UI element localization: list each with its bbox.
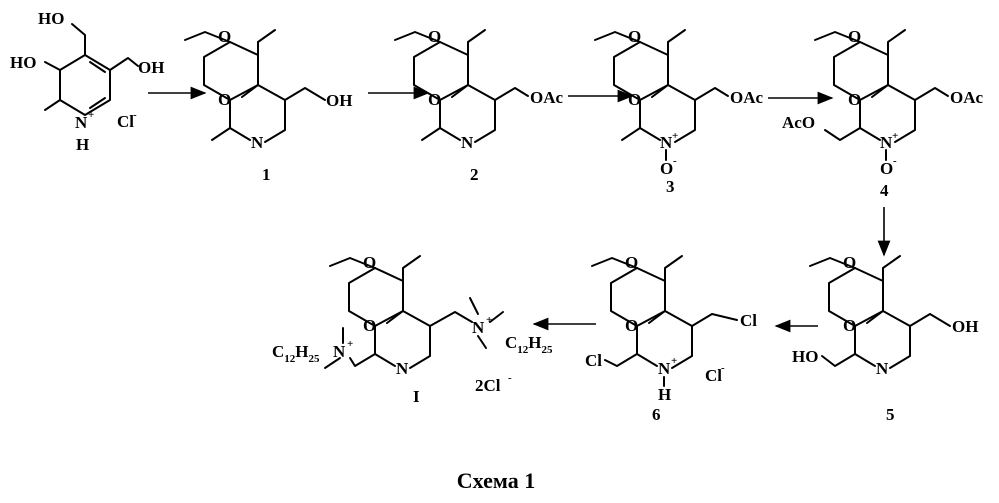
- compound-number: 6: [652, 405, 661, 424]
- quaternary-n-right: N: [472, 318, 485, 337]
- compound-number: I: [413, 387, 420, 406]
- n-charge: +: [672, 130, 678, 142]
- compound-number: 4: [880, 181, 889, 200]
- n-charge: +: [892, 130, 898, 142]
- h-label: H: [658, 385, 671, 404]
- n-label: N: [461, 133, 474, 152]
- o1-label: O: [363, 253, 376, 272]
- oxide-charge: -: [893, 155, 897, 167]
- o2-label: O: [218, 90, 231, 109]
- salt-label: 2Cl: [475, 376, 501, 395]
- oac-label: OAc: [730, 88, 764, 107]
- oh-right-label: OH: [138, 58, 164, 77]
- oh-label: OH: [326, 91, 352, 110]
- chain-right-label: C12H25: [505, 333, 553, 356]
- oh-right-label: OH: [952, 317, 978, 336]
- n-oxide-label: O: [880, 159, 893, 178]
- n-oxide-label: O: [660, 159, 673, 178]
- compound-4: O O N + O - OAc AcO 4: [782, 27, 984, 200]
- oac-left-label: AcO: [782, 113, 815, 132]
- compound-number: 5: [886, 405, 895, 424]
- compound-2: O O N OAc 2: [395, 27, 564, 184]
- n-label: N: [251, 133, 264, 152]
- product-I: O O N N + N + C12H25 C12H25 2Cl - I: [272, 253, 553, 406]
- chain-left-label: C12H25: [272, 342, 320, 365]
- o2-label: O: [625, 316, 638, 335]
- o2-label: O: [628, 90, 641, 109]
- o1-label: O: [428, 27, 441, 46]
- n-charge: +: [671, 355, 677, 367]
- cl-left-label: Cl: [585, 351, 602, 370]
- n-label: N: [876, 359, 889, 378]
- cl-right-label: Cl: [740, 311, 757, 330]
- compound-1: O O N OH 1: [185, 27, 352, 184]
- o1-label: O: [843, 253, 856, 272]
- compound-number: 3: [666, 177, 675, 196]
- oh-top-label: HO: [38, 9, 64, 28]
- o1-label: O: [628, 27, 641, 46]
- oac-label: OAc: [530, 88, 564, 107]
- salt-charge: -: [508, 372, 512, 384]
- n-left-charge: +: [347, 338, 353, 350]
- o2-label: O: [363, 316, 376, 335]
- h-label: H: [76, 135, 89, 154]
- counter-charge: -: [721, 362, 725, 374]
- o2-label: O: [843, 316, 856, 335]
- n-label: N: [75, 113, 88, 132]
- counter-charge: -: [133, 109, 137, 121]
- starting-material: HO OH HO N + H Cl -: [10, 9, 164, 154]
- n-label: N: [396, 359, 409, 378]
- n-right-charge: +: [486, 314, 492, 326]
- reaction-arrows: [148, 93, 884, 326]
- compound-6: O O N + H Cl Cl Cl - 6: [585, 253, 757, 424]
- scheme-caption: Схема 1: [457, 468, 535, 493]
- o2-label: O: [848, 90, 861, 109]
- counter-ion: Cl: [705, 366, 722, 385]
- n-charge: +: [88, 109, 94, 121]
- o1-label: O: [218, 27, 231, 46]
- compound-number: 2: [470, 165, 479, 184]
- n-label: N: [658, 359, 671, 378]
- counter-ion: Cl: [117, 112, 134, 131]
- compound-5: O O N OH HO 5: [792, 253, 978, 424]
- compound-number: 1: [262, 165, 271, 184]
- oac-right-label: OAc: [950, 88, 984, 107]
- o1-label: O: [625, 253, 638, 272]
- oxide-charge: -: [673, 155, 677, 167]
- o2-label: O: [428, 90, 441, 109]
- quaternary-n-left: N: [333, 342, 346, 361]
- compound-3: O O N + O - OAc 3: [595, 27, 764, 196]
- oh-left-label: HO: [792, 347, 818, 366]
- o1-label: O: [848, 27, 861, 46]
- oh-left-label: HO: [10, 53, 36, 72]
